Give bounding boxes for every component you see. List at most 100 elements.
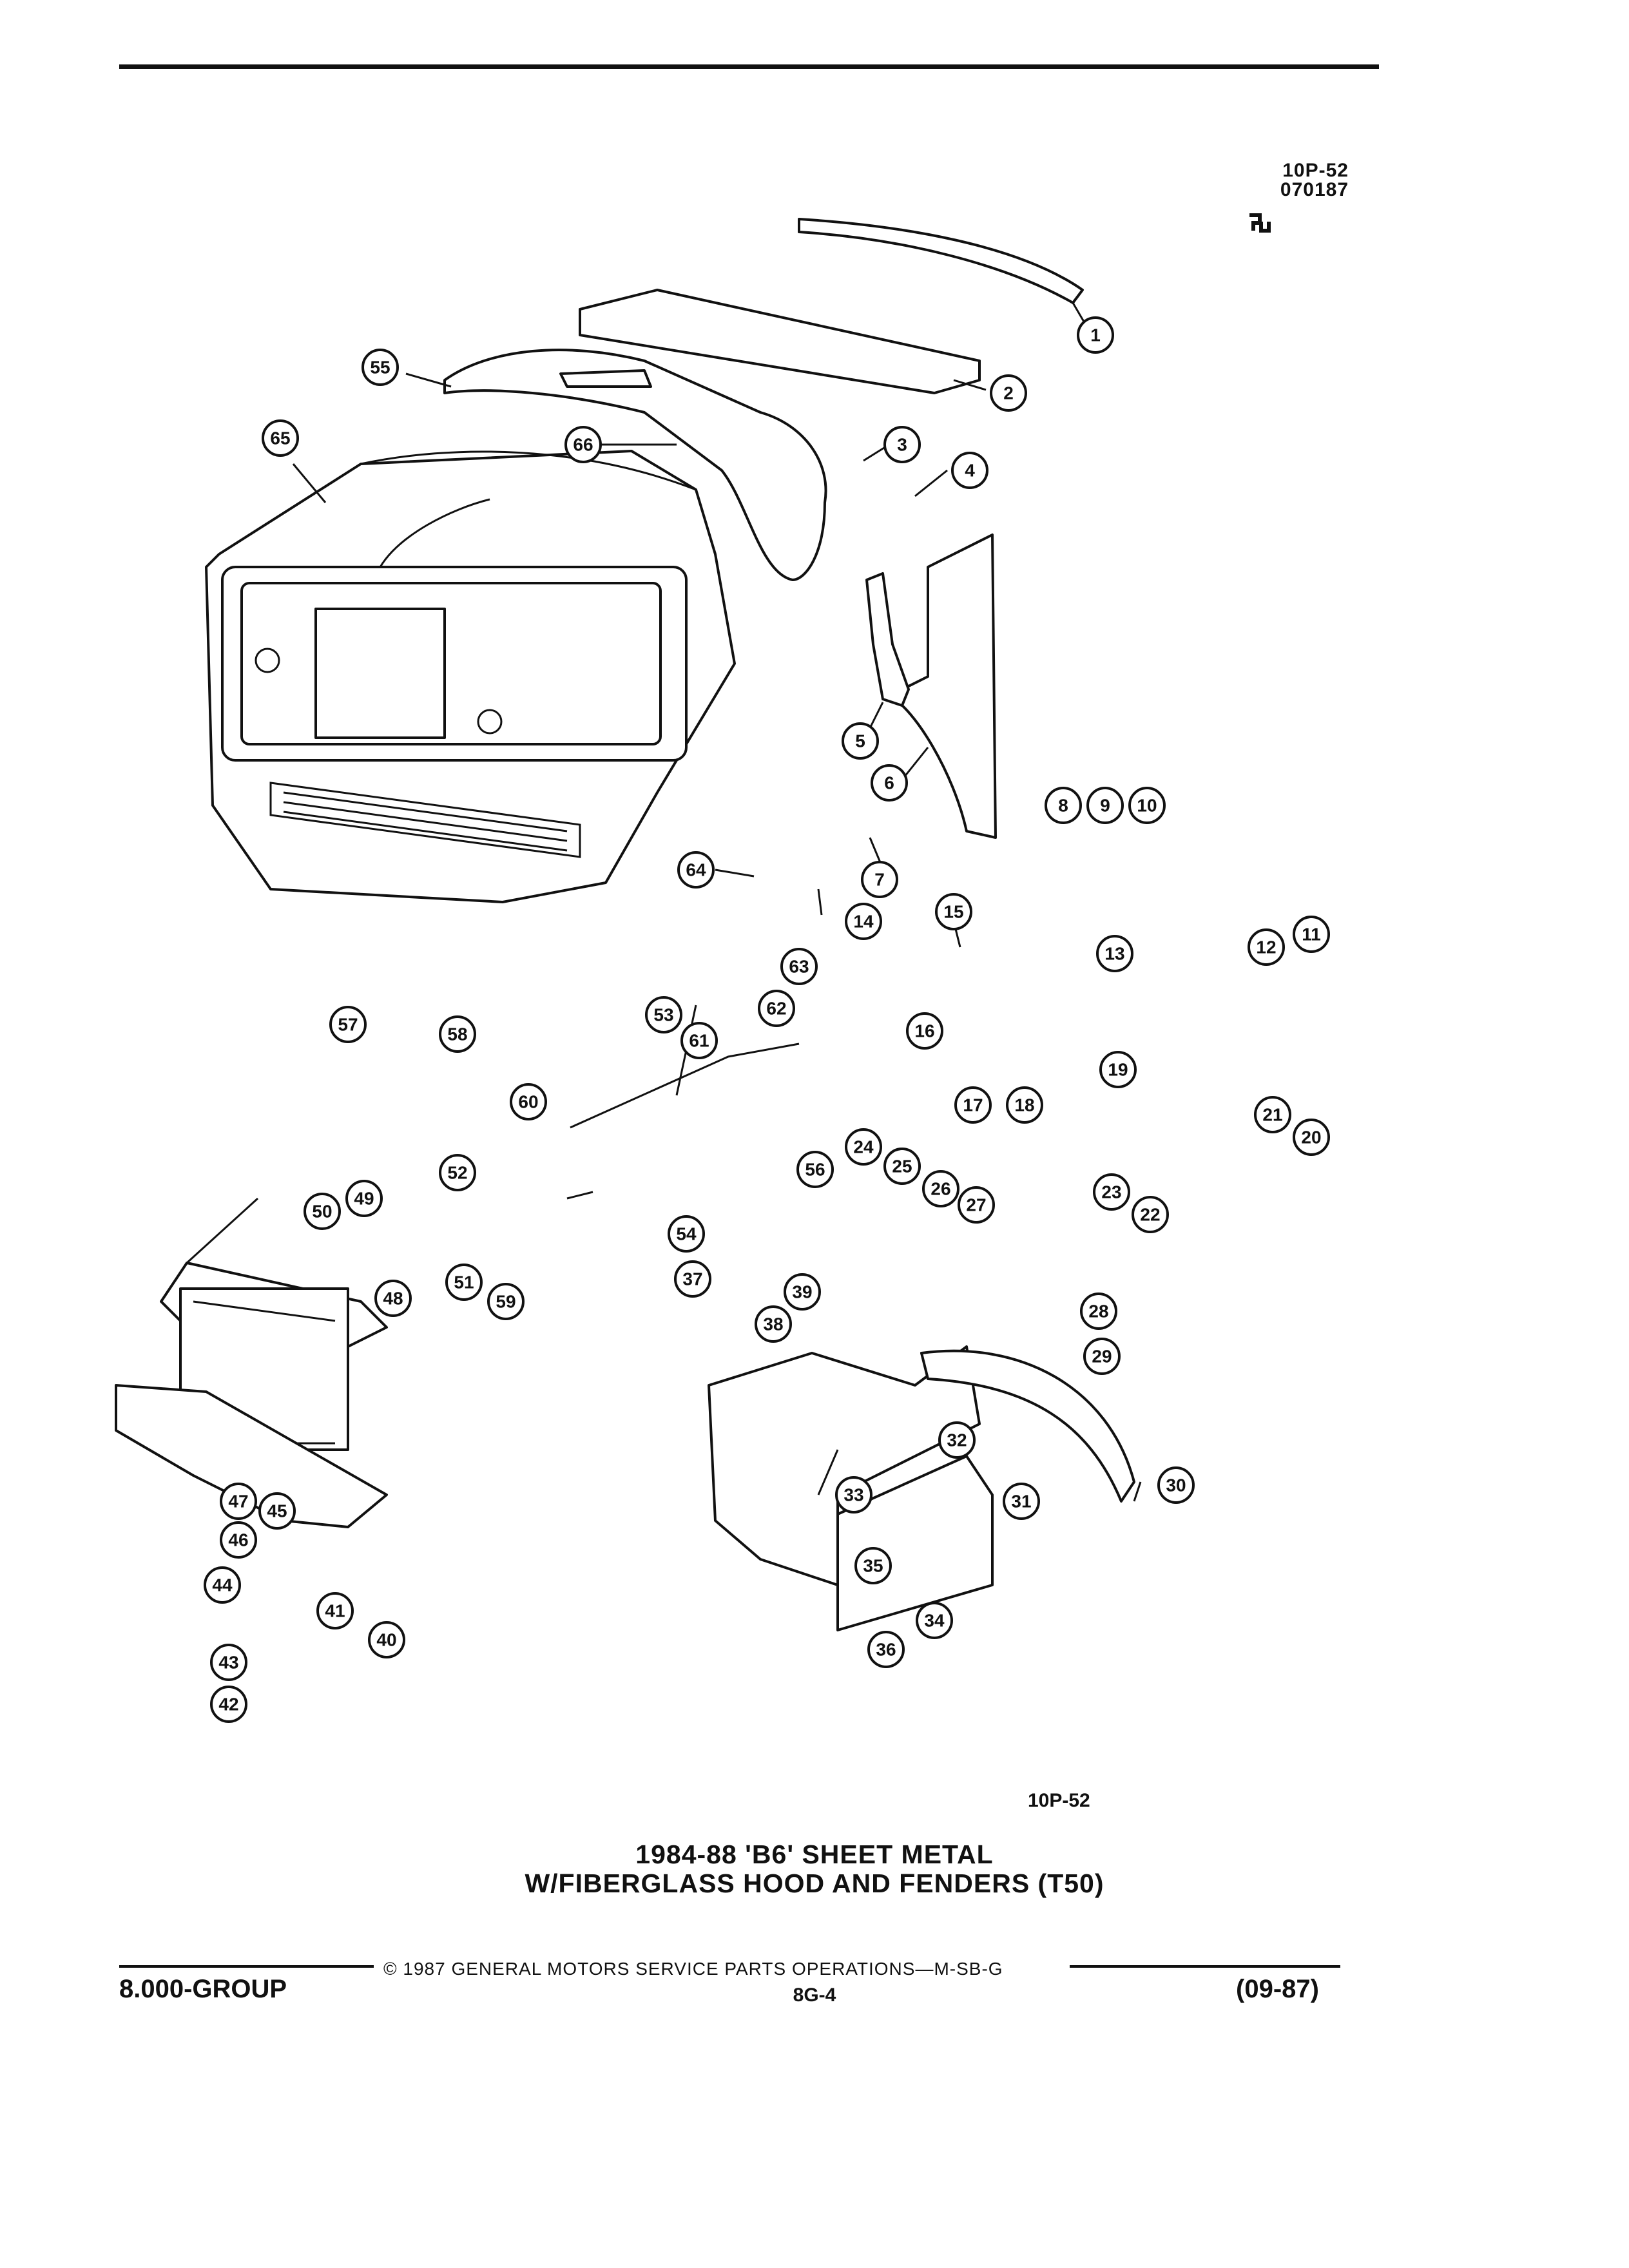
callout-label: 19 — [1108, 1060, 1128, 1080]
callout-label: 34 — [924, 1611, 945, 1631]
diagram-title-line-2: W/FIBERGLASS HOOD AND FENDERS (T50) — [525, 1869, 1104, 1898]
reference-code: 10P-52 — [1282, 160, 1349, 181]
callout-label: 10 — [1137, 796, 1157, 816]
callout-3: 3 — [883, 426, 921, 463]
callout-label: 56 — [805, 1160, 825, 1180]
callout-60: 60 — [510, 1083, 547, 1120]
callout-19: 19 — [1099, 1051, 1137, 1088]
callout-label: 5 — [855, 731, 865, 751]
callout-label: 24 — [853, 1137, 874, 1157]
callout-35: 35 — [854, 1547, 892, 1584]
callout-44: 44 — [204, 1566, 241, 1604]
callout-label: 61 — [689, 1031, 709, 1051]
callout-label: 62 — [766, 999, 786, 1019]
callout-58: 58 — [439, 1015, 476, 1053]
group-number: 8.000-GROUP — [119, 1975, 287, 2003]
callout-label: 6 — [884, 773, 894, 793]
fender-panel — [865, 533, 997, 839]
callout-38: 38 — [755, 1305, 792, 1343]
callout-label: 45 — [267, 1501, 287, 1521]
callout-label: 36 — [876, 1640, 896, 1660]
copyright-notice: © 1987 GENERAL MOTORS SERVICE PARTS OPER… — [383, 1959, 1003, 1979]
callout-14: 14 — [845, 903, 882, 940]
callout-label: 51 — [454, 1273, 474, 1293]
callout-label: 38 — [763, 1314, 783, 1334]
callout-32: 32 — [938, 1421, 976, 1459]
callout-label: 64 — [686, 860, 706, 880]
callout-label: 15 — [943, 902, 963, 922]
callout-label: 21 — [1262, 1105, 1282, 1125]
callout-label: 29 — [1092, 1347, 1112, 1367]
callout-28: 28 — [1080, 1293, 1117, 1330]
footer-rule-right — [1070, 1965, 1340, 1968]
hood-assembly — [205, 450, 736, 903]
callout-31: 31 — [1003, 1483, 1040, 1520]
callout-15: 15 — [935, 893, 972, 930]
callout-8: 8 — [1045, 787, 1082, 824]
callout-label: 32 — [947, 1430, 967, 1450]
callout-label: 59 — [496, 1292, 516, 1312]
callout-label: 63 — [789, 957, 809, 977]
callout-51: 51 — [445, 1264, 483, 1301]
callout-40: 40 — [368, 1621, 405, 1658]
callout-6: 6 — [871, 764, 908, 802]
callout-55: 55 — [361, 349, 399, 386]
callout-34: 34 — [916, 1602, 953, 1639]
callout-26: 26 — [922, 1170, 959, 1207]
callout-label: 3 — [897, 435, 907, 455]
callout-46: 46 — [220, 1521, 257, 1559]
callout-4: 4 — [951, 452, 988, 489]
callout-label: 9 — [1100, 796, 1110, 816]
callout-18: 18 — [1006, 1086, 1043, 1124]
revision-mark-icon — [1249, 213, 1271, 233]
callout-10: 10 — [1128, 787, 1166, 824]
page-number: 8G-4 — [793, 1984, 836, 2006]
reference-date: 070187 — [1280, 179, 1349, 200]
callout-label: 20 — [1301, 1128, 1321, 1148]
diagram-title-line-1: 1984-88 'B6' SHEET METAL — [635, 1840, 994, 1869]
callout-24: 24 — [845, 1128, 882, 1166]
callout-label: 53 — [653, 1005, 673, 1025]
callout-label: 4 — [965, 461, 975, 481]
callout-label: 8 — [1058, 796, 1068, 816]
callout-label: 14 — [853, 912, 874, 932]
callout-22: 22 — [1132, 1196, 1169, 1233]
callout-label: 39 — [792, 1282, 812, 1302]
callout-39: 39 — [784, 1273, 821, 1311]
callout-42: 42 — [210, 1686, 247, 1723]
callout-label: 26 — [930, 1179, 950, 1199]
callout-16: 16 — [906, 1012, 943, 1050]
callout-45: 45 — [258, 1492, 296, 1530]
footer-rule-left — [119, 1965, 374, 1968]
callout-label: 2 — [1003, 383, 1014, 403]
callout-57: 57 — [329, 1006, 367, 1043]
callout-41: 41 — [316, 1592, 354, 1629]
callout-label: 52 — [447, 1163, 467, 1183]
callout-27: 27 — [958, 1186, 995, 1224]
callout-label: 17 — [963, 1095, 983, 1115]
callout-label: 41 — [325, 1601, 345, 1621]
callout-54: 54 — [668, 1215, 705, 1253]
callout-label: 43 — [218, 1653, 238, 1673]
callout-9: 9 — [1086, 787, 1124, 824]
callout-label: 55 — [370, 358, 390, 378]
callout-37: 37 — [674, 1260, 711, 1298]
callout-5: 5 — [842, 722, 879, 760]
callout-label: 11 — [1302, 925, 1321, 945]
callout-29: 29 — [1083, 1338, 1121, 1375]
cowl-panel-group — [443, 218, 1084, 581]
callout-43: 43 — [210, 1644, 247, 1681]
figure-label: 10P-52 — [1028, 1790, 1090, 1811]
callout-61: 61 — [680, 1022, 718, 1059]
callout-label: 30 — [1166, 1475, 1186, 1495]
callout-label: 54 — [676, 1224, 697, 1244]
callout-label: 12 — [1256, 937, 1276, 957]
callout-label: 18 — [1014, 1095, 1034, 1115]
callout-33: 33 — [835, 1476, 872, 1514]
callout-1: 1 — [1077, 316, 1114, 354]
callout-label: 60 — [518, 1092, 538, 1112]
callout-20: 20 — [1293, 1119, 1330, 1156]
callout-label: 28 — [1088, 1302, 1108, 1321]
callout-50: 50 — [304, 1193, 341, 1230]
